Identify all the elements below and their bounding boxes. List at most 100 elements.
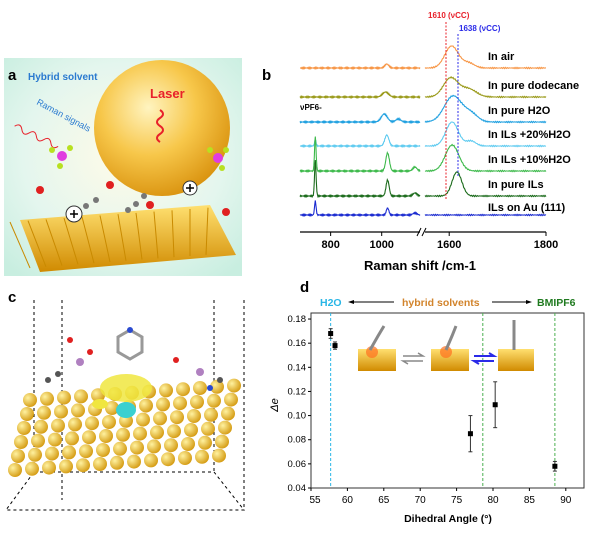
gold-atom [71,403,85,418]
gold-atom [207,393,221,408]
x-tick-label: 75 [451,495,463,506]
arrow-left-head [348,300,354,304]
spectrum-1 [299,76,547,100]
gold-atom [139,398,153,413]
x-tick-label: 1800 [534,239,558,251]
gold-atom [57,390,71,405]
y-tick-label: 0.06 [288,459,307,470]
gold-atom [133,426,147,441]
gold-atom [170,410,184,425]
gold-atom [144,453,158,468]
axis-break-icon [416,227,427,237]
panel-label-b: b [262,67,271,84]
spectrum-label: In ILs +10%H2O [488,154,571,166]
spectrum-line [299,136,421,174]
gold-atom [37,405,51,420]
panel-label-d: d [300,279,309,296]
adsorption-insets [358,320,534,371]
gold-atom [42,460,56,475]
gold-atom [31,433,45,448]
x-tick-label: 55 [309,495,321,506]
plus-icon [70,210,78,218]
spectrum-line [424,121,547,148]
point-marker [552,463,558,469]
gold-rod [27,220,47,267]
y-tick-label: 0.04 [288,483,307,494]
gold-atom [85,416,99,431]
gold-atom [187,409,201,423]
gold-atom [113,441,127,456]
spectrum-2 [299,94,547,125]
gold-atom [195,449,209,464]
panel-label-c: c [8,289,16,306]
gold-atom [34,419,48,434]
gold-atom [156,397,170,412]
spectrum-4 [299,136,547,174]
spectrum-label: In pure ILs [488,179,544,191]
point-marker [492,402,498,408]
gold-atom [40,391,54,406]
x-tick-label: 1000 [369,239,393,251]
point-marker [332,343,338,349]
gold-rod [117,214,127,261]
gold-atom [184,423,198,437]
spectrum-line [424,171,547,198]
gold-atom [62,445,76,460]
x-tick-label: 800 [321,239,339,251]
gold-atom [161,452,175,467]
gold-atom [136,412,150,427]
x-tick-label: 85 [524,495,536,506]
spectrum-line [299,159,421,199]
gold-atom [48,432,62,447]
gold-atom [93,457,107,471]
panel-label-a: a [8,67,17,84]
raman-wave-icon [14,124,59,149]
gold-atom [221,406,235,421]
annotation-1610: 1610 (νCC) [428,11,470,20]
gold-atom [201,421,215,436]
gold-atom [224,392,238,407]
gold-atom [8,463,22,477]
equilibrium-arrow-icon [400,352,426,365]
gold-atom [215,434,229,449]
data-point [552,460,558,472]
annotation-1638: 1638 (νCC) [459,24,501,33]
gold-atom [167,424,181,439]
spectrum-label: ILs on Au (111) [488,202,566,214]
spectrum-line [299,112,421,125]
gold-atom [181,437,195,451]
gold-rod [45,219,63,266]
panel-c: c [5,289,246,511]
laser-wave-icon [156,109,164,143]
gold-rod [171,210,175,258]
gold-atom [116,427,130,442]
spectrum-line [299,200,421,218]
data-point [467,415,473,453]
gold-atom [110,455,124,470]
spectrum-line [424,213,547,217]
gold-rods [9,207,209,269]
data-point [328,328,334,339]
spectrum-line [299,133,421,149]
gold-atom [105,401,119,415]
gold-atom [227,378,241,393]
x-tick-label: 60 [342,495,354,506]
x-tick-label: 80 [487,495,499,506]
bmipf6-label: BMIPF6 [537,297,576,309]
y-tick-label: 0.16 [288,338,307,349]
x-tick-label: 70 [415,495,427,506]
gold-atom [198,435,212,450]
y-axis-title-d: Δe [269,398,281,413]
gold-atom [14,435,28,449]
x-axis-title-d: Dihedral Angle (°) [404,513,492,525]
gold-rod [205,207,209,255]
spectrum-0 [300,45,546,71]
gold-atom [45,446,59,461]
y-tick-label: 0.14 [288,362,307,373]
gold-atom [17,421,31,435]
gold-atom [79,444,93,459]
gold-atom [68,417,82,432]
spectrum-line [424,76,547,99]
